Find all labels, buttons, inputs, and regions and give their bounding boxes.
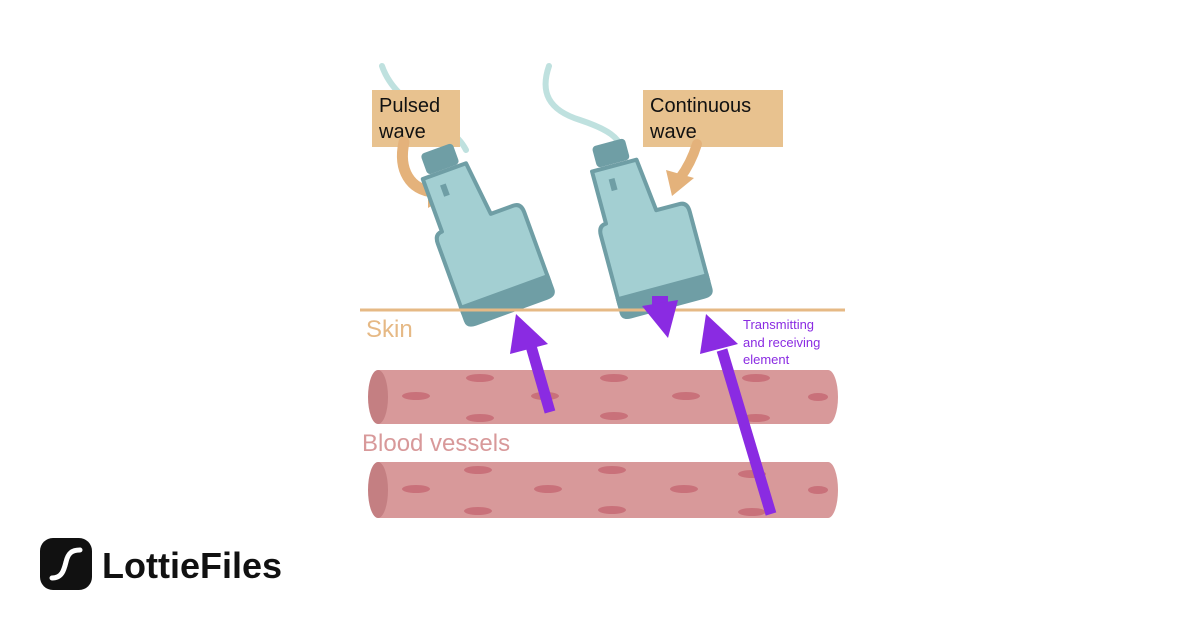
pulsed-reflection-arrow — [510, 314, 556, 414]
continuous-wave-probe — [590, 138, 713, 320]
blood-vessels-label: Blood vessels — [362, 430, 510, 457]
continuous-wave-label-line1: Continuous — [650, 95, 751, 117]
pulsed-wave-probe — [420, 143, 555, 327]
continuous-transmit-arrow — [642, 296, 678, 338]
brand-name: LottieFiles — [102, 545, 282, 586]
lottiefiles-logo-glyph — [49, 547, 83, 581]
lottiefiles-logo: LottieFiles — [40, 538, 282, 590]
continuous-wave-pointer-arrow — [666, 139, 702, 196]
upper-blood-vessel — [368, 370, 838, 424]
element-label-line2: and receiving — [743, 335, 820, 350]
continuous-receive-arrow — [700, 314, 777, 516]
continuous-probe-cable — [542, 63, 625, 151]
element-label-line3: element — [743, 352, 790, 367]
element-label-line1: Transmitting — [743, 317, 814, 332]
continuous-wave-label-box — [643, 90, 783, 147]
skin-label: Skin — [366, 316, 413, 343]
pulsed-wave-label-line2: wave — [378, 121, 426, 143]
continuous-wave-label-line2: wave — [649, 121, 697, 143]
pulsed-wave-label-box — [372, 90, 460, 147]
pulsed-wave-label-line1: Pulsed — [379, 95, 440, 117]
